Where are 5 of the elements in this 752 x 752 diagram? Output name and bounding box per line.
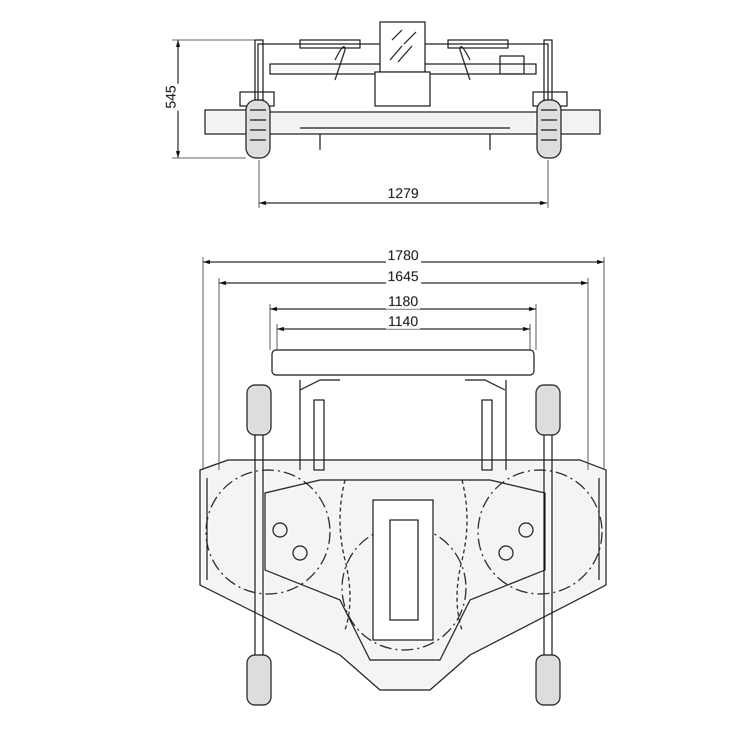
dimension-label: 1180 [386, 293, 420, 309]
dimension-label: 1780 [386, 247, 421, 263]
dimension-label: 1279 [386, 185, 421, 201]
dimension-label: 1140 [386, 313, 420, 329]
dimension-label: 1645 [386, 268, 421, 284]
